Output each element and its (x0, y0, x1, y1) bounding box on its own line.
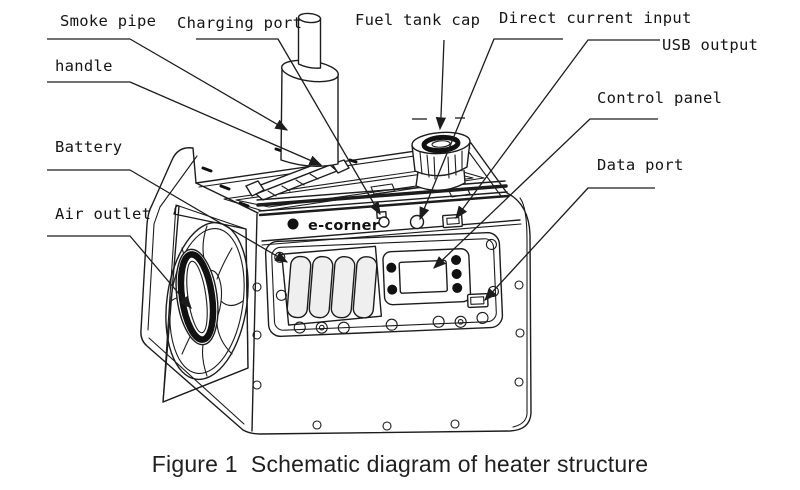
recess-screws (274, 238, 499, 334)
leader-fuel-tank-cap (412, 39, 465, 131)
label-air-outlet: Air outlet (55, 205, 152, 223)
display-screen (398, 259, 448, 294)
label-control-panel: Control panel (597, 89, 723, 107)
brand-strip: e-corner (256, 180, 522, 246)
brand-text: e-corner (308, 218, 380, 234)
leader-battery (47, 169, 289, 263)
carry-handle (245, 159, 350, 201)
smoke-pipe-drawing (280, 12, 339, 167)
charging-port-socket (376, 210, 390, 228)
label-battery: Battery (55, 138, 123, 156)
label-handle: handle (55, 57, 113, 75)
leader-smoke-pipe (47, 38, 289, 131)
usb-port-socket (441, 213, 464, 229)
leader-handle (47, 81, 323, 166)
leader-data-port (484, 187, 655, 301)
dc-input-socket (409, 214, 425, 230)
brand-screw (287, 218, 299, 230)
label-usb-output: USB output (662, 36, 759, 54)
figure-caption: Figure 1 Schematic diagram of heater str… (151, 451, 649, 477)
fuel-tank-cap-drawing (411, 131, 471, 191)
left-panel-fan (162, 204, 249, 403)
data-port-socket (466, 293, 489, 309)
front-screws (252, 280, 525, 431)
label-data-port: Data port (597, 156, 684, 174)
battery-pack (280, 245, 383, 326)
label-direct-current-input: Direct current input (499, 9, 692, 27)
recessed-panel (264, 231, 504, 338)
label-fuel-tank-cap: Fuel tank cap (355, 11, 481, 29)
air-outlet-tube (175, 248, 219, 346)
leader-charging-port (196, 38, 381, 216)
control-panel-drawing (382, 248, 472, 306)
leader-control-panel (433, 118, 658, 269)
control-buttons (386, 254, 463, 295)
leader-direct-current-input (419, 38, 563, 221)
leader-usb-output (455, 39, 660, 220)
leader-air-outlet (47, 235, 192, 309)
label-smoke-pipe: Smoke pipe (60, 12, 157, 30)
leader-lines (47, 38, 660, 309)
label-charging-port: Charging port (177, 14, 303, 32)
